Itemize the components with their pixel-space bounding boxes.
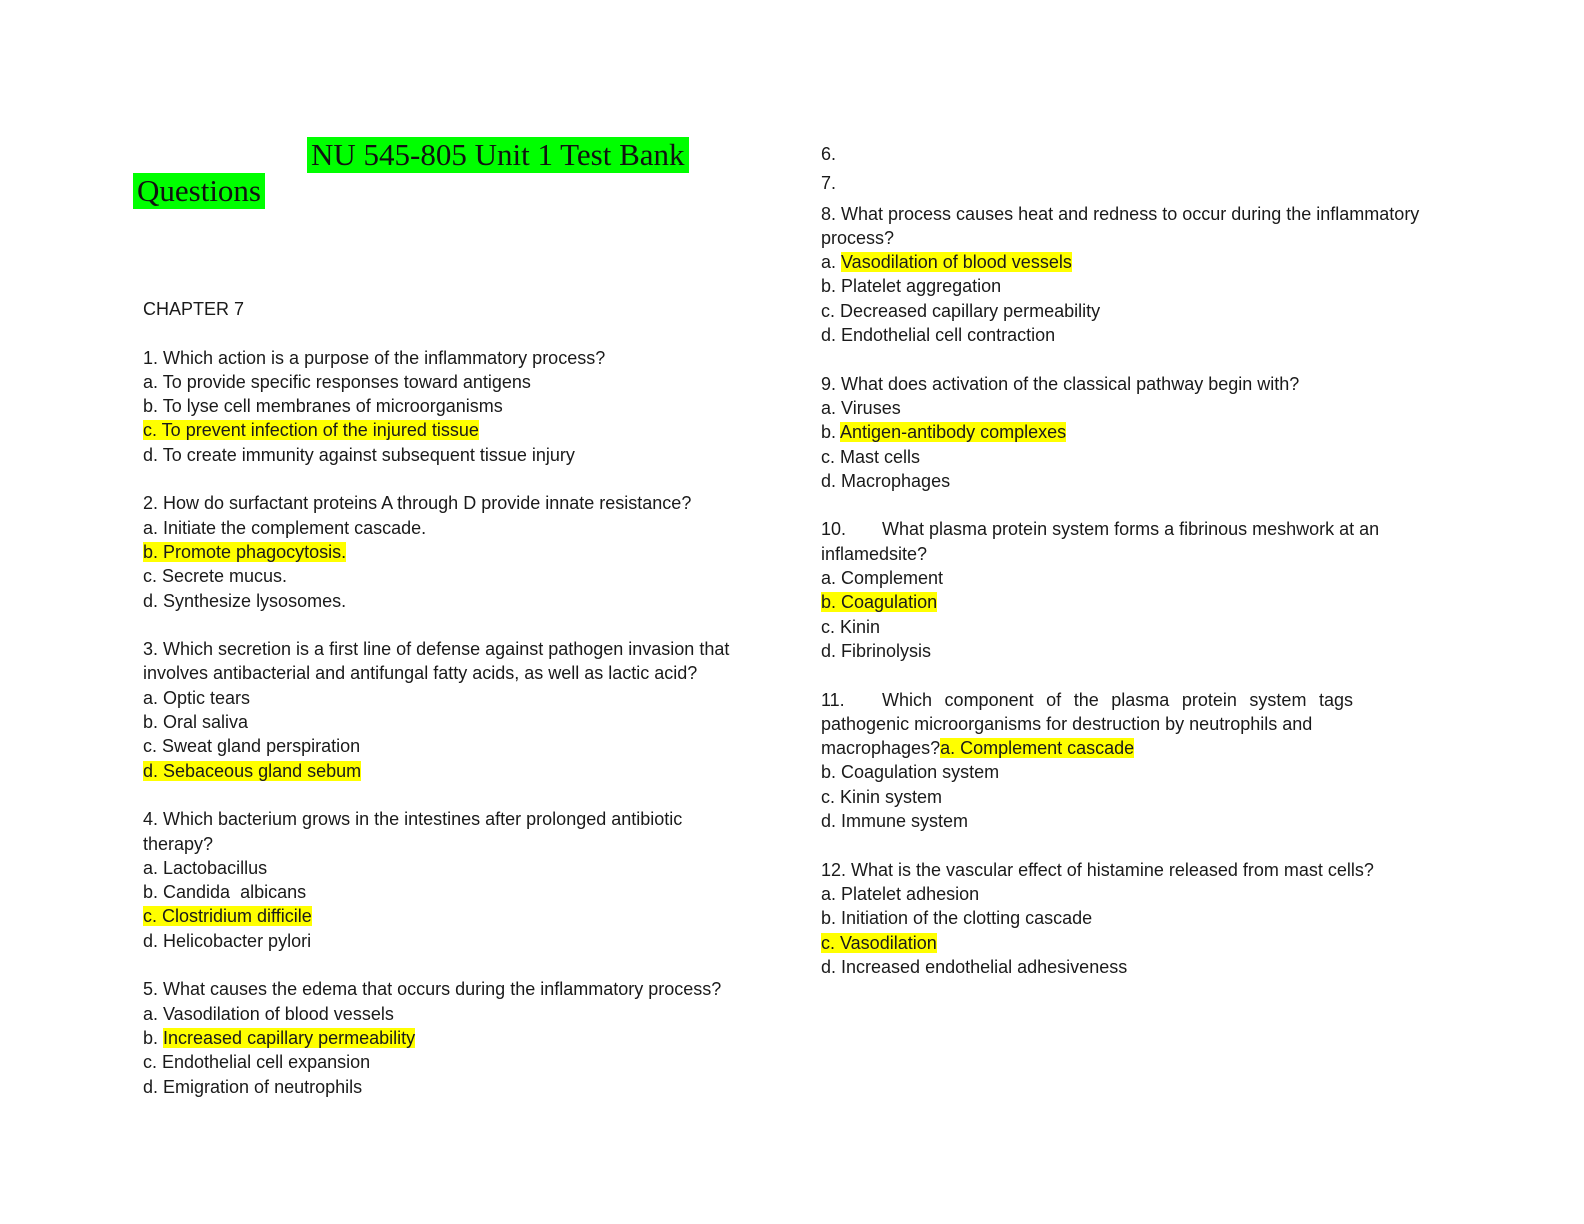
correct-answer-option-d: d. Sebaceous gland sebum (143, 760, 362, 781)
right-column: 6. 7. 8. What process causes heat and re… (821, 142, 1421, 979)
correct-answer-option-b: b. Coagulation (821, 592, 938, 613)
answer-option-d: d. Fibrinolysis (821, 640, 932, 661)
question-stem: 3. Which secretion is a first line of de… (143, 639, 730, 660)
answer-option-c: c. Endothelial cell expansion (143, 1052, 371, 1073)
answer-option-a: a. Platelet adhesion (821, 883, 980, 904)
document-title-line-1: NU 545-805 Unit 1 Test Bank (307, 137, 689, 173)
correct-answer-option-a: Vasodilation of blood vessels (841, 252, 1072, 273)
answer-option-b: b. Coagulation system (821, 762, 1000, 783)
question-stem-continued: involves antibacterial and antifungal fa… (143, 663, 698, 684)
question-stem: 8. What process causes heat and redness … (821, 203, 1420, 224)
question-stem-end: macrophages? (821, 738, 941, 759)
answer-option-a: a. Lactobacillus (143, 857, 268, 878)
question-2: 2. How do surfactant proteins A through … (143, 491, 743, 612)
question-stem: 1. Which action is a purpose of the infl… (143, 347, 606, 368)
answer-option-b-prefix: b. (821, 422, 841, 443)
correct-answer-option-b: b. Promote phagocytosis. (143, 541, 347, 562)
answer-option-a: a. Optic tears (143, 687, 251, 708)
answer-option-b: b. Platelet aggregation (821, 276, 1002, 297)
question-stem: 9. What does activation of the classical… (821, 373, 1300, 394)
question-3: 3. Which secretion is a first line of de… (143, 637, 743, 783)
answer-option-a-prefix: a. (821, 252, 842, 273)
question-10: 10. What plasma protein system forms a fi… (821, 517, 1421, 663)
question-stem: Which component of the plasma protein sy… (882, 689, 1353, 710)
question-stem-continued: therapy? (143, 833, 214, 854)
answer-option-d: d. Helicobacter pylori (143, 930, 312, 951)
correct-answer-option-a: a. Complement cascade (940, 738, 1135, 759)
answer-option-b-prefix: b. (143, 1027, 164, 1048)
answer-option-d: d. Emigration of neutrophils (143, 1076, 363, 1097)
answer-option-d: d. Macrophages (821, 470, 951, 491)
correct-answer-option-b: Antigen-antibody complexes (840, 422, 1067, 443)
answer-option-c: c. Kinin (821, 616, 881, 637)
answer-option-d: d. Synthesize lysosomes. (143, 590, 347, 611)
question-stem: What plasma protein system forms a fibri… (882, 519, 1380, 540)
question-stem: 4. Which bacterium grows in the intestin… (143, 809, 683, 830)
answer-option-d: d. Immune system (821, 811, 969, 832)
question-9: 9. What does activation of the classical… (821, 372, 1421, 493)
question-11: 11. Which component of the plasma protein… (821, 688, 1421, 834)
answer-option-d: d. To create immunity against subsequent… (143, 444, 575, 465)
answer-option-a: a. Initiate the complement cascade. (143, 517, 427, 538)
answer-option-a: a. Viruses (821, 397, 901, 418)
answer-option-a: a. To provide specific responses toward … (143, 371, 531, 392)
question-6-number: 6. (821, 144, 837, 164)
question-stem-continued: inflamedsite? (821, 543, 928, 564)
question-4: 4. Which bacterium grows in the intestin… (143, 807, 743, 953)
correct-answer-option-b: Increased capillary permeability (163, 1027, 416, 1048)
answer-option-c: c. Decreased capillary permeability (821, 300, 1101, 321)
answer-option-a: a. Complement (821, 568, 944, 589)
question-stem-continued: process? (821, 227, 895, 248)
answer-option-d: d. Endothelial cell contraction (821, 325, 1056, 346)
left-column: CHAPTER 7 1. Which action is a purpose o… (143, 297, 743, 1099)
answer-option-b: b. To lyse cell membranes of microorgani… (143, 396, 503, 417)
document-title-line-2: Questions (133, 173, 265, 209)
question-number: 10. (821, 519, 847, 540)
answer-option-b: b. Initiation of the clotting cascade (821, 908, 1093, 929)
question-7-number: 7. (821, 173, 837, 194)
answer-option-d: d. Increased endothelial adhesiveness (821, 956, 1128, 977)
answer-option-c: c. Secrete mucus. (143, 566, 288, 587)
question-stem-block: 11. Which component of the plasma protein… (821, 688, 1353, 737)
correct-answer-option-c: c. Vasodilation (821, 932, 937, 953)
answer-option-b: b. Oral saliva (143, 712, 249, 733)
answer-option-b: b. Candida albicans (143, 882, 307, 903)
answer-option-c: c. Kinin system (821, 786, 943, 807)
question-stem-continued: pathogenic microorganisms for destructio… (821, 713, 1313, 734)
question-stem: 5. What causes the edema that occurs dur… (143, 979, 722, 1000)
correct-answer-option-c: c. Clostridium difficile (143, 906, 312, 927)
question-stem: 12. What is the vascular effect of hista… (821, 859, 1374, 880)
question-1: 1. Which action is a purpose of the infl… (143, 346, 743, 467)
question-8: 8. What process causes heat and redness … (821, 202, 1421, 348)
question-stem: 2. How do surfactant proteins A through … (143, 493, 692, 514)
answer-option-a: a. Vasodilation of blood vessels (143, 1003, 394, 1024)
chapter-heading: CHAPTER 7 (143, 299, 245, 319)
correct-answer-option-c: c. To prevent infection of the injured t… (143, 420, 479, 441)
answer-option-c: c. Sweat gland perspiration (143, 736, 361, 757)
question-number: 11. (821, 689, 845, 710)
question-5: 5. What causes the edema that occurs dur… (143, 977, 743, 1098)
question-12: 12. What is the vascular effect of hista… (821, 858, 1421, 979)
answer-option-c: c. Mast cells (821, 446, 921, 467)
